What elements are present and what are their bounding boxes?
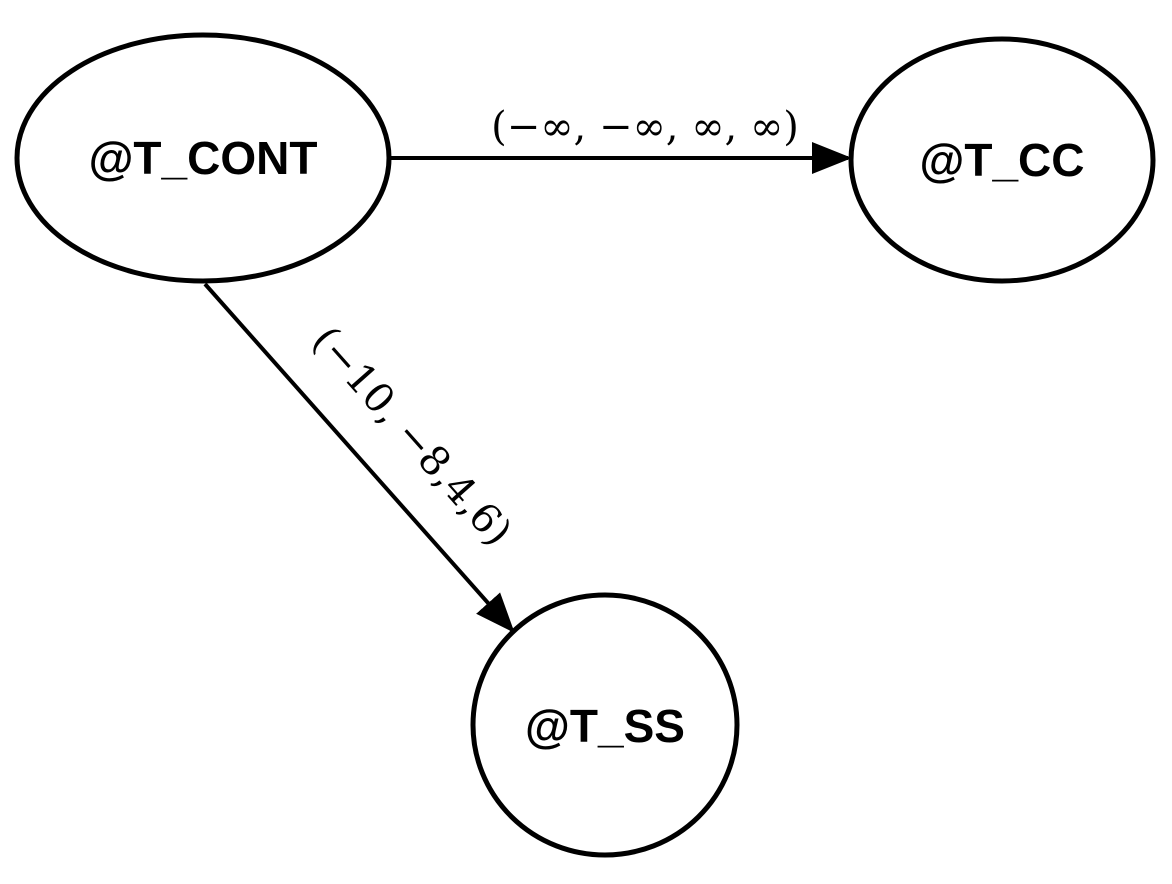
node-t-cc: @T_CC bbox=[848, 36, 1156, 284]
node-t-cont: @T_CONT bbox=[14, 32, 392, 284]
edge-label-cont-to-cc: (−∞, −∞, ∞, ∞) bbox=[491, 104, 799, 150]
node-label-t-cont: @T_CONT bbox=[89, 132, 318, 184]
node-shape-t-ss bbox=[470, 592, 740, 858]
node-shape-t-cont bbox=[14, 32, 392, 284]
node-t-ss: @T_SS bbox=[470, 592, 740, 858]
edge-cont-to-cc: (−∞, −∞, ∞, ∞) bbox=[390, 104, 852, 174]
node-label-t-ss: @T_SS bbox=[525, 700, 685, 752]
node-shape-t-cc bbox=[848, 36, 1156, 284]
node-label-t-cc: @T_CC bbox=[920, 134, 1085, 186]
edge-line-cont-to-ss bbox=[203, 282, 515, 633]
edge-cont-to-ss: (−10, −8,4,6) bbox=[203, 282, 521, 633]
